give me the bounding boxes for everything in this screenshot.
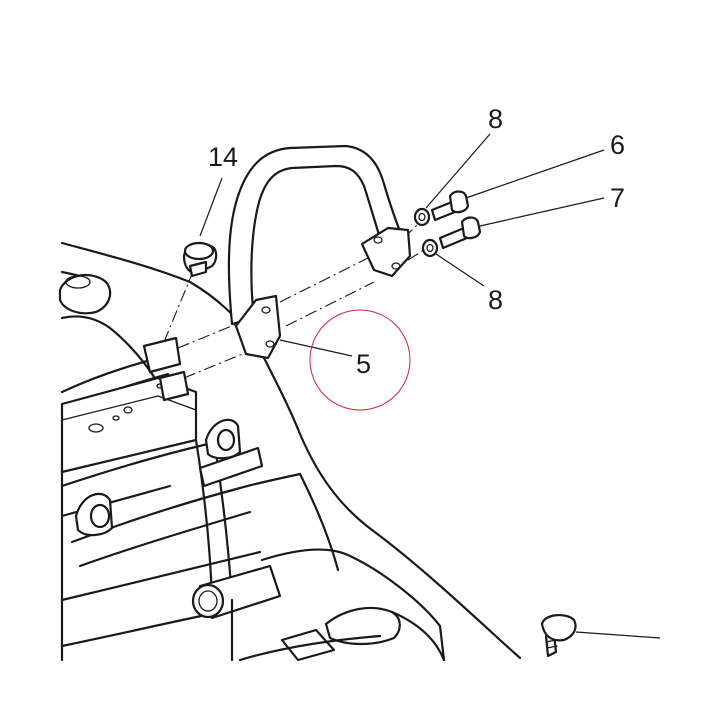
callout-14: 14 [208, 142, 238, 172]
bolt-part-7 [438, 216, 482, 250]
stud-bolt [540, 614, 577, 658]
washer-part-8-upper [413, 207, 431, 227]
rubber-plug-part-14 [182, 241, 218, 278]
washer-part-8-lower [421, 238, 439, 258]
callout-7: 7 [610, 183, 625, 213]
frame-assembly [58, 241, 522, 662]
grab-handle-part-5 [227, 144, 412, 360]
callout-5: 5 [356, 349, 371, 379]
callout-8-top: 8 [488, 104, 503, 134]
bolt-part-6 [430, 190, 470, 222]
leader-lines [199, 133, 661, 639]
callout-6: 6 [610, 130, 625, 160]
callout-8-bottom: 8 [488, 285, 503, 315]
highlight-circle [309, 309, 411, 411]
